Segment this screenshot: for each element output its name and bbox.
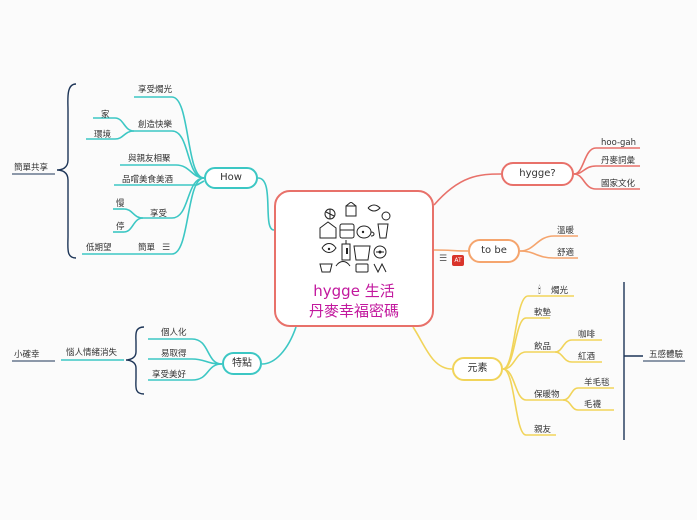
- elements-connectors: [412, 295, 614, 436]
- elements-item-warm-things[interactable]: 保暖物: [534, 390, 560, 400]
- branch-hygge[interactable]: hygge?: [501, 162, 574, 186]
- elements-warm-socks[interactable]: 毛襪: [584, 400, 602, 410]
- elements-item-drinks[interactable]: 飲品: [534, 342, 552, 352]
- traits-connectors: [61, 326, 297, 381]
- how-item-create-joy[interactable]: 創造快樂: [138, 120, 173, 130]
- branch-traits[interactable]: 特點: [222, 352, 262, 375]
- how-slow[interactable]: 慢: [116, 199, 125, 209]
- at-badge: AT: [452, 255, 464, 266]
- branch-how[interactable]: How: [204, 167, 258, 189]
- summary-brackets: [56, 83, 643, 440]
- traits-item-enjoy-beauty[interactable]: 享受美好: [152, 370, 187, 380]
- note-icon[interactable]: ☰: [162, 243, 171, 253]
- how-home[interactable]: 家: [101, 110, 110, 120]
- how-environment[interactable]: 環境: [94, 130, 112, 140]
- how-item-enjoy[interactable]: 享受: [150, 209, 168, 219]
- how-summary[interactable]: 簡單共享: [14, 163, 49, 173]
- branch-tobe[interactable]: to be: [468, 239, 520, 263]
- how-connectors: [82, 96, 275, 255]
- how-item-gather[interactable]: 與親友相聚: [128, 154, 171, 164]
- central-title-line1: hygge 生活: [313, 282, 395, 300]
- how-stop[interactable]: 停: [116, 222, 125, 232]
- elements-warm-blanket[interactable]: 羊毛毯: [584, 378, 610, 388]
- elements-drink-coffee[interactable]: 咖啡: [578, 330, 596, 340]
- elements-drink-wine[interactable]: 紅酒: [578, 352, 596, 362]
- candle-icon: 🕯: [538, 285, 541, 296]
- tobe-item-comfortable[interactable]: 舒適: [557, 248, 575, 258]
- hygge-item-national-culture[interactable]: 國家文化: [601, 179, 636, 189]
- central-topic[interactable]: hygge 生活 丹麥幸福密碼: [274, 190, 434, 327]
- branch-elements[interactable]: 元素: [452, 357, 503, 381]
- elements-item-friends[interactable]: 親友: [534, 425, 552, 435]
- traits-item-personal[interactable]: 個人化: [161, 328, 187, 338]
- traits-item-accessible[interactable]: 易取得: [161, 349, 187, 359]
- elements-summary[interactable]: 五感體驗: [649, 350, 684, 360]
- how-item-candlelight[interactable]: 享受燭光: [138, 85, 173, 95]
- how-item-simple[interactable]: 簡單: [138, 243, 156, 253]
- hygge-item-danish-word[interactable]: 丹麥詞彙: [601, 156, 636, 166]
- traits-negative-gone[interactable]: 惱人情緒消失: [66, 348, 118, 358]
- traits-summary[interactable]: 小確幸: [14, 350, 40, 360]
- elements-item-candlelight[interactable]: 燭光: [551, 286, 569, 296]
- summary-underlines: [12, 173, 685, 362]
- how-item-food-wine[interactable]: 品嚐美食美酒: [122, 175, 174, 185]
- central-title-line2: 丹麥幸福密碼: [308, 302, 399, 320]
- elements-item-cushion[interactable]: 軟墊: [534, 308, 552, 318]
- tobe-connectors: [433, 235, 578, 259]
- hygge-item-pronunciation[interactable]: hoo-gah: [601, 138, 637, 148]
- hygge-doodle-illustration: [316, 202, 394, 274]
- hygge-connectors: [433, 147, 640, 206]
- how-low-expectation[interactable]: 低期望: [86, 243, 112, 253]
- tobe-item-warm[interactable]: 溫暖: [557, 226, 575, 236]
- note-icon[interactable]: ☰: [439, 254, 448, 264]
